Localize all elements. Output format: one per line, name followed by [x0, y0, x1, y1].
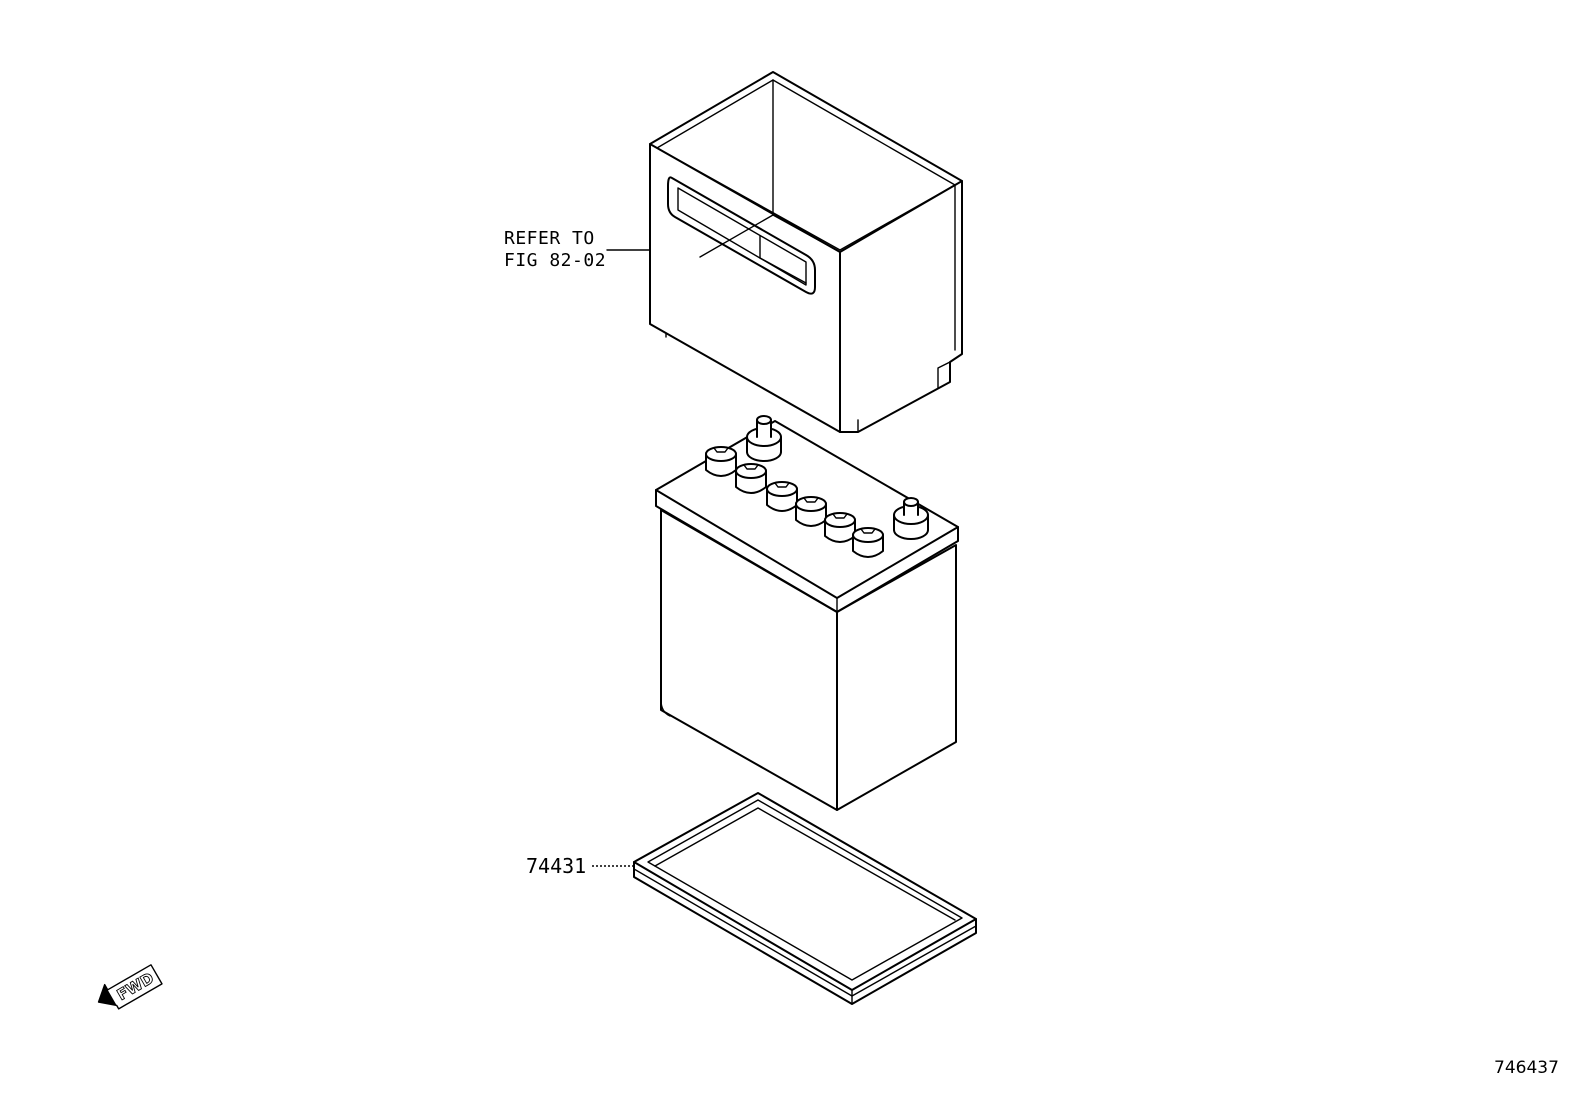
vent-cap: [766, 481, 798, 512]
battery-negative-terminal: [746, 415, 782, 462]
vent-cap: [735, 463, 767, 494]
battery-positive-terminal: [893, 497, 929, 540]
refer-callout-line1: REFER TO: [504, 228, 595, 249]
vent-cap: [824, 512, 856, 543]
battery-cover-box: [649, 71, 963, 433]
battery-tray: [633, 792, 977, 1005]
vent-cap: [795, 496, 827, 527]
fwd-arrow-icon: FWD: [97, 964, 163, 1010]
figure-number: 746437: [1494, 1058, 1559, 1078]
refer-callout-line2: FIG 82-02: [504, 250, 607, 271]
vent-cap: [705, 446, 737, 477]
battery-vent-caps: [705, 446, 884, 558]
tray-part-number[interactable]: 74431: [526, 854, 587, 878]
battery: [655, 415, 959, 811]
vent-cap: [852, 527, 884, 558]
